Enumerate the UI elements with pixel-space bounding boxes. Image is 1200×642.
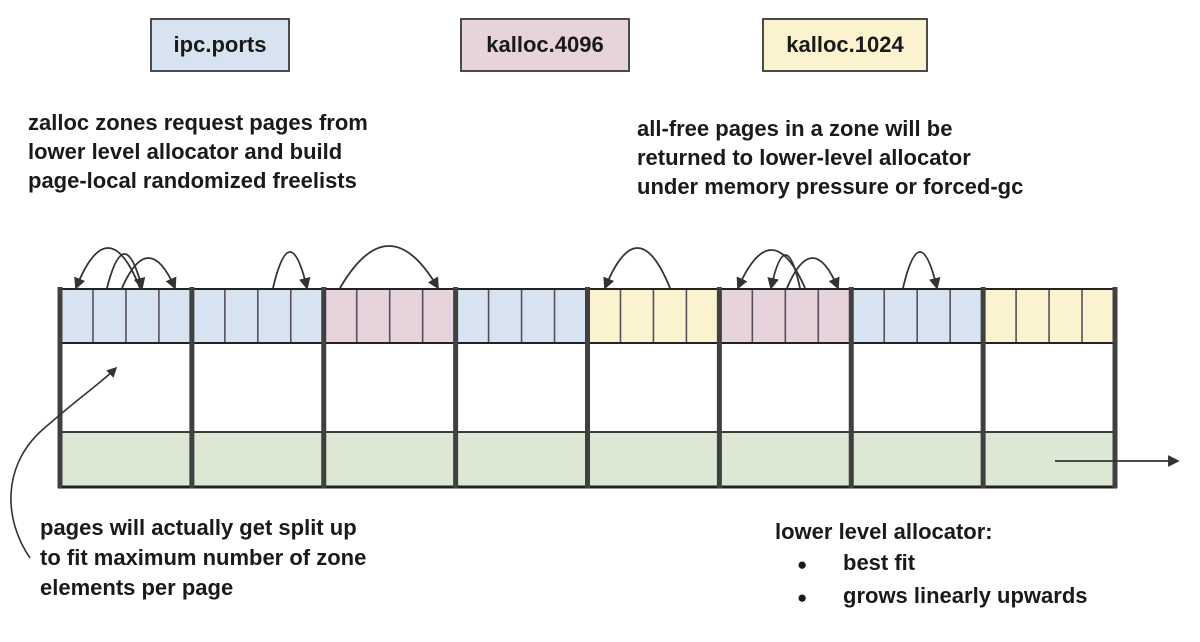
legend-kalloc-4096-label: kalloc.4096 xyxy=(486,32,604,57)
note-all-free-pages: all-free pages in a zone will be returne… xyxy=(637,116,1024,199)
note-pages-split: pages will actually get split up to fit … xyxy=(40,515,367,600)
freelist-arc xyxy=(786,257,840,290)
lower-allocator-title: lower level allocator: xyxy=(775,519,993,544)
list-item: ● best fit xyxy=(775,548,1175,580)
list-item: ● grows linearly upwards xyxy=(775,581,1175,613)
freelist-arc xyxy=(121,257,177,290)
freelist-arc xyxy=(74,247,141,290)
freelist-arc xyxy=(902,251,941,290)
note-zalloc-request-pages: zalloc zones request pages from lower le… xyxy=(28,110,368,193)
freelist-arc xyxy=(603,247,671,290)
legend-kalloc-4096: kalloc.4096 xyxy=(460,18,630,72)
freelist-arc xyxy=(736,249,806,290)
freelist-arc xyxy=(272,251,311,290)
freelist-arc xyxy=(339,245,439,290)
note-lower-level-allocator: lower level allocator: ● best fit ● grow… xyxy=(775,517,1175,613)
freelist-arc xyxy=(767,254,801,290)
split-note-arrow xyxy=(10,366,118,559)
bullet-label: grows linearly upwards xyxy=(843,583,1088,608)
freelist-arc xyxy=(106,253,146,290)
bullet-icon: ● xyxy=(797,555,808,574)
bullet-icon: ● xyxy=(797,588,808,607)
bullet-label: best fit xyxy=(843,550,916,575)
legend-kalloc-1024: kalloc.1024 xyxy=(762,18,928,72)
legend-kalloc-1024-label: kalloc.1024 xyxy=(786,32,904,57)
legend-ipc-ports: ipc.ports xyxy=(150,18,290,72)
legend-ipc-ports-label: ipc.ports xyxy=(173,32,267,57)
